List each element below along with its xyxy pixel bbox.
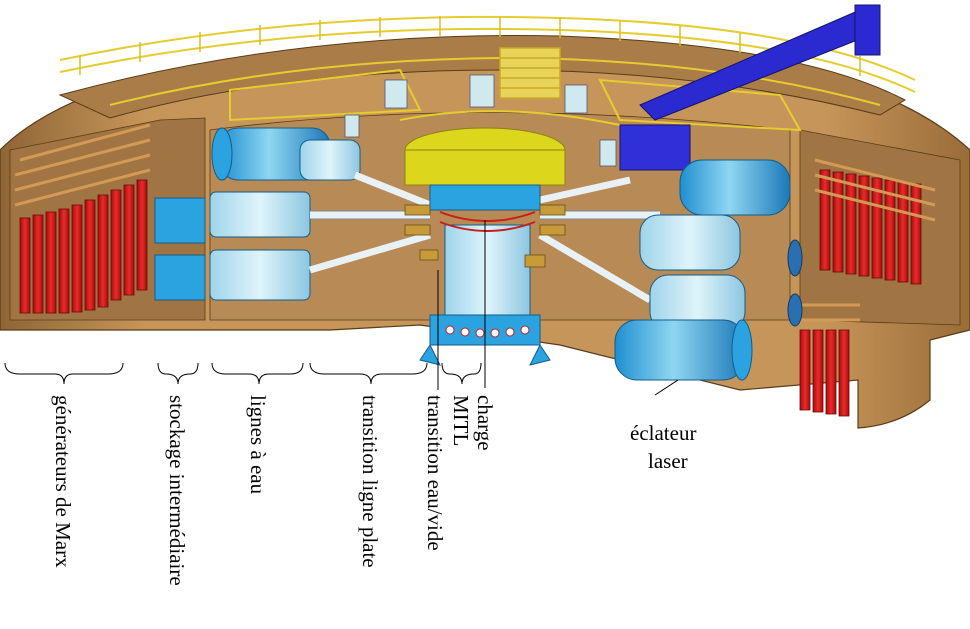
label-water-lines: lignes à eau: [246, 395, 270, 495]
brace-stockage: [157, 362, 199, 385]
crane-arm: [619, 4, 881, 171]
label-marx-generators: générateurs de Marx: [51, 395, 75, 568]
brace-marx: [4, 362, 124, 385]
brace-mitl: [441, 362, 482, 385]
label-intermediate-storage: stockage intermédiaire: [165, 395, 189, 586]
braces: [4, 362, 482, 385]
label-laser-gap-line1: éclateur: [630, 421, 696, 445]
central-column: [404, 127, 566, 366]
marx-generators-right: [795, 158, 936, 417]
label-laser-gap-line2: laser: [648, 449, 688, 473]
stairs: [499, 47, 561, 99]
leader-lines: [437, 220, 679, 396]
gold-connectors: [404, 204, 566, 268]
water-lines-left: [209, 127, 361, 301]
brace-lignes: [211, 362, 304, 385]
machine-illustration: [0, 4, 970, 429]
intermediate-storage: [154, 197, 206, 301]
brace-transition-plate: [309, 362, 428, 385]
equipment-boxes: [344, 74, 617, 167]
label-load: charge: [473, 395, 497, 451]
water-lines-right: [614, 159, 791, 381]
label-mitl: MITL: [449, 395, 473, 446]
wall-ports: [787, 239, 803, 327]
vacuum-interface: [439, 211, 536, 232]
label-water-vacuum-transition: transition eau/vide: [423, 395, 447, 551]
marx-generators-left: [14, 123, 151, 314]
label-flat-line-transition: transition ligne plate: [358, 395, 382, 568]
labels: générateurs de Marx stockage intermédiai…: [51, 395, 696, 586]
